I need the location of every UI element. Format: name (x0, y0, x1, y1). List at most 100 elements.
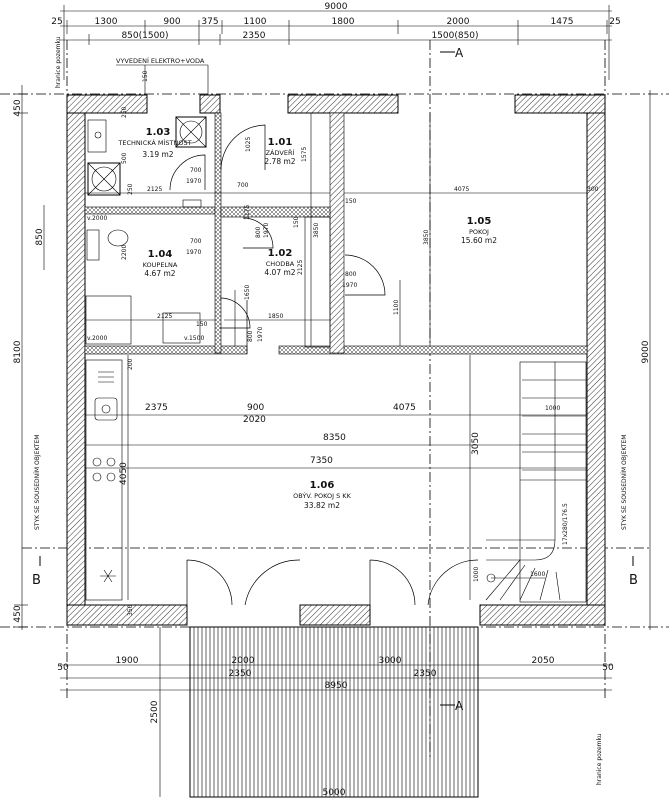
svg-text:3850: 3850 (423, 230, 430, 245)
svg-text:2125: 2125 (157, 313, 172, 320)
svg-text:1850: 1850 (268, 313, 283, 320)
svg-text:2200: 2200 (121, 245, 128, 260)
dim-top-9: 25 (609, 17, 620, 27)
svg-text:KOUPELNA: KOUPELNA (143, 261, 178, 269)
bottom-dimensions: 50 1900 2000 3000 2050 50 2350 2350 8950… (57, 627, 614, 798)
right-dimensions: 9000 (641, 90, 651, 630)
svg-text:1600: 1600 (530, 571, 545, 578)
svg-text:150: 150 (142, 70, 149, 82)
svg-text:1970: 1970 (186, 178, 201, 185)
svg-text:2375: 2375 (145, 403, 168, 413)
room-1-06: 1.06 OBÝV. POKOJ S KK 33.82 m2 (293, 480, 351, 510)
dim-bot2-2: 2350 (414, 669, 437, 679)
svg-text:1.01: 1.01 (268, 137, 293, 148)
svg-text:1970: 1970 (257, 327, 264, 342)
svg-text:2.78 m2: 2.78 m2 (264, 157, 295, 166)
svg-text:1970: 1970 (263, 223, 270, 238)
svg-text:OBÝV. POKOJ S KK: OBÝV. POKOJ S KK (293, 491, 351, 500)
svg-text:200: 200 (127, 358, 134, 370)
svg-text:1650: 1650 (244, 285, 251, 300)
svg-text:1175: 1175 (244, 205, 251, 220)
svg-text:v.1500: v.1500 (184, 335, 204, 342)
neighbor-label-left: STYK SE SOUSEDNÍM OBJEKTEM (34, 435, 41, 530)
dim-bot-5: 2050 (532, 656, 555, 666)
dim-top2-2: 2350 (243, 31, 266, 41)
svg-text:v.2000: v.2000 (87, 215, 107, 222)
room-1-02: 1.02 CHODBA 4.07 m2 (264, 248, 295, 277)
room-labels: 1.03 TECHNICKÁ MÍSTNOST 3.19 m2 1.01 ZÁD… (117, 127, 497, 510)
doors (169, 124, 479, 606)
dim-top-total: 9000 (325, 2, 348, 12)
dim-top-2: 1300 (95, 17, 118, 27)
dim-top-8: 1475 (551, 17, 574, 27)
svg-text:700: 700 (190, 238, 202, 245)
svg-text:250: 250 (127, 183, 134, 195)
dim-bot-2: 1900 (116, 656, 139, 666)
svg-text:150: 150 (196, 321, 208, 328)
svg-text:7350: 7350 (310, 456, 333, 466)
svg-text:8350: 8350 (323, 433, 346, 443)
svg-text:4.07 m2: 4.07 m2 (264, 268, 295, 277)
boundary-label-top: hranice pozemku (55, 36, 62, 88)
svg-text:1.06: 1.06 (310, 480, 335, 491)
dim-left-450-top: 450 (13, 99, 23, 116)
svg-text:ZÁDVEŘÍ: ZÁDVEŘÍ (266, 148, 295, 157)
neighbor-label-right: STYK SE SOUSEDNÍM OBJEKTEM (621, 435, 628, 530)
dim-bot-6: 50 (602, 663, 614, 673)
walls (66, 94, 606, 626)
dim-top-7: 2000 (447, 17, 470, 27)
room-1-01: 1.01 ZÁDVEŘÍ 2.78 m2 (264, 137, 295, 166)
svg-text:15.60 m2: 15.60 m2 (461, 236, 497, 245)
svg-text:700: 700 (237, 182, 249, 189)
dim-terrace-width: 5000 (323, 788, 346, 798)
svg-text:800: 800 (255, 226, 262, 238)
svg-text:1970: 1970 (186, 249, 201, 256)
room-1-05: 1.05 POKOJ 15.60 m2 (461, 216, 497, 245)
dim-bot-total: 8950 (325, 681, 348, 691)
svg-text:800: 800 (247, 330, 254, 342)
svg-text:1575: 1575 (301, 147, 308, 162)
svg-text:1.05: 1.05 (467, 216, 492, 227)
dim-bot-1: 50 (57, 663, 69, 673)
svg-text:1.02: 1.02 (268, 248, 293, 259)
svg-text:3.19 m2: 3.19 m2 (142, 150, 173, 159)
svg-text:CHODBA: CHODBA (266, 260, 295, 268)
dim-terrace-depth: 2500 (150, 700, 160, 723)
svg-text:4050: 4050 (119, 462, 129, 485)
dim-bot-3: 2000 (232, 656, 255, 666)
room-1-03: 1.03 TECHNICKÁ MÍSTNOST 3.19 m2 (117, 127, 191, 159)
dim-bot-4: 3000 (379, 656, 402, 666)
svg-text:150: 150 (293, 216, 300, 228)
terrace (189, 626, 479, 798)
dim-top-6: 1800 (332, 17, 355, 27)
svg-text:17x280/176.5: 17x280/176.5 (562, 503, 569, 545)
svg-text:700: 700 (190, 167, 202, 174)
svg-text:2125: 2125 (297, 260, 304, 275)
dim-top2-3: 1500(850) (431, 31, 478, 41)
dim-top-4: 375 (201, 17, 218, 27)
svg-text:33.82 m2: 33.82 m2 (304, 501, 340, 510)
dim-top-1: 25 (51, 17, 62, 27)
svg-text:1025: 1025 (245, 137, 252, 152)
svg-text:TECHNICKÁ MÍSTNOST: TECHNICKÁ MÍSTNOST (117, 138, 191, 147)
dim-right-9000: 9000 (641, 340, 651, 363)
svg-text:1000: 1000 (545, 405, 560, 412)
svg-text:1.03: 1.03 (146, 127, 171, 138)
dim-left-450-bottom: 450 (13, 605, 23, 622)
svg-text:4075: 4075 (393, 403, 416, 413)
staircase (485, 361, 587, 603)
section-b-right: B (629, 573, 638, 588)
boundary-label-bottom: hranice pozemku (596, 733, 603, 785)
dim-left-8100: 8100 (13, 340, 23, 363)
svg-text:3850: 3850 (313, 223, 320, 238)
svg-text:4.67 m2: 4.67 m2 (144, 269, 175, 278)
svg-text:1000: 1000 (473, 567, 480, 582)
dim-top-3: 900 (163, 17, 180, 27)
svg-text:350: 350 (127, 604, 134, 616)
section-a-bottom: A (455, 699, 464, 713)
dim-top2-1: 850(1500) (121, 31, 168, 41)
svg-text:1970: 1970 (342, 282, 357, 289)
svg-text:300: 300 (587, 186, 599, 193)
interior-dim-lines (85, 113, 587, 600)
